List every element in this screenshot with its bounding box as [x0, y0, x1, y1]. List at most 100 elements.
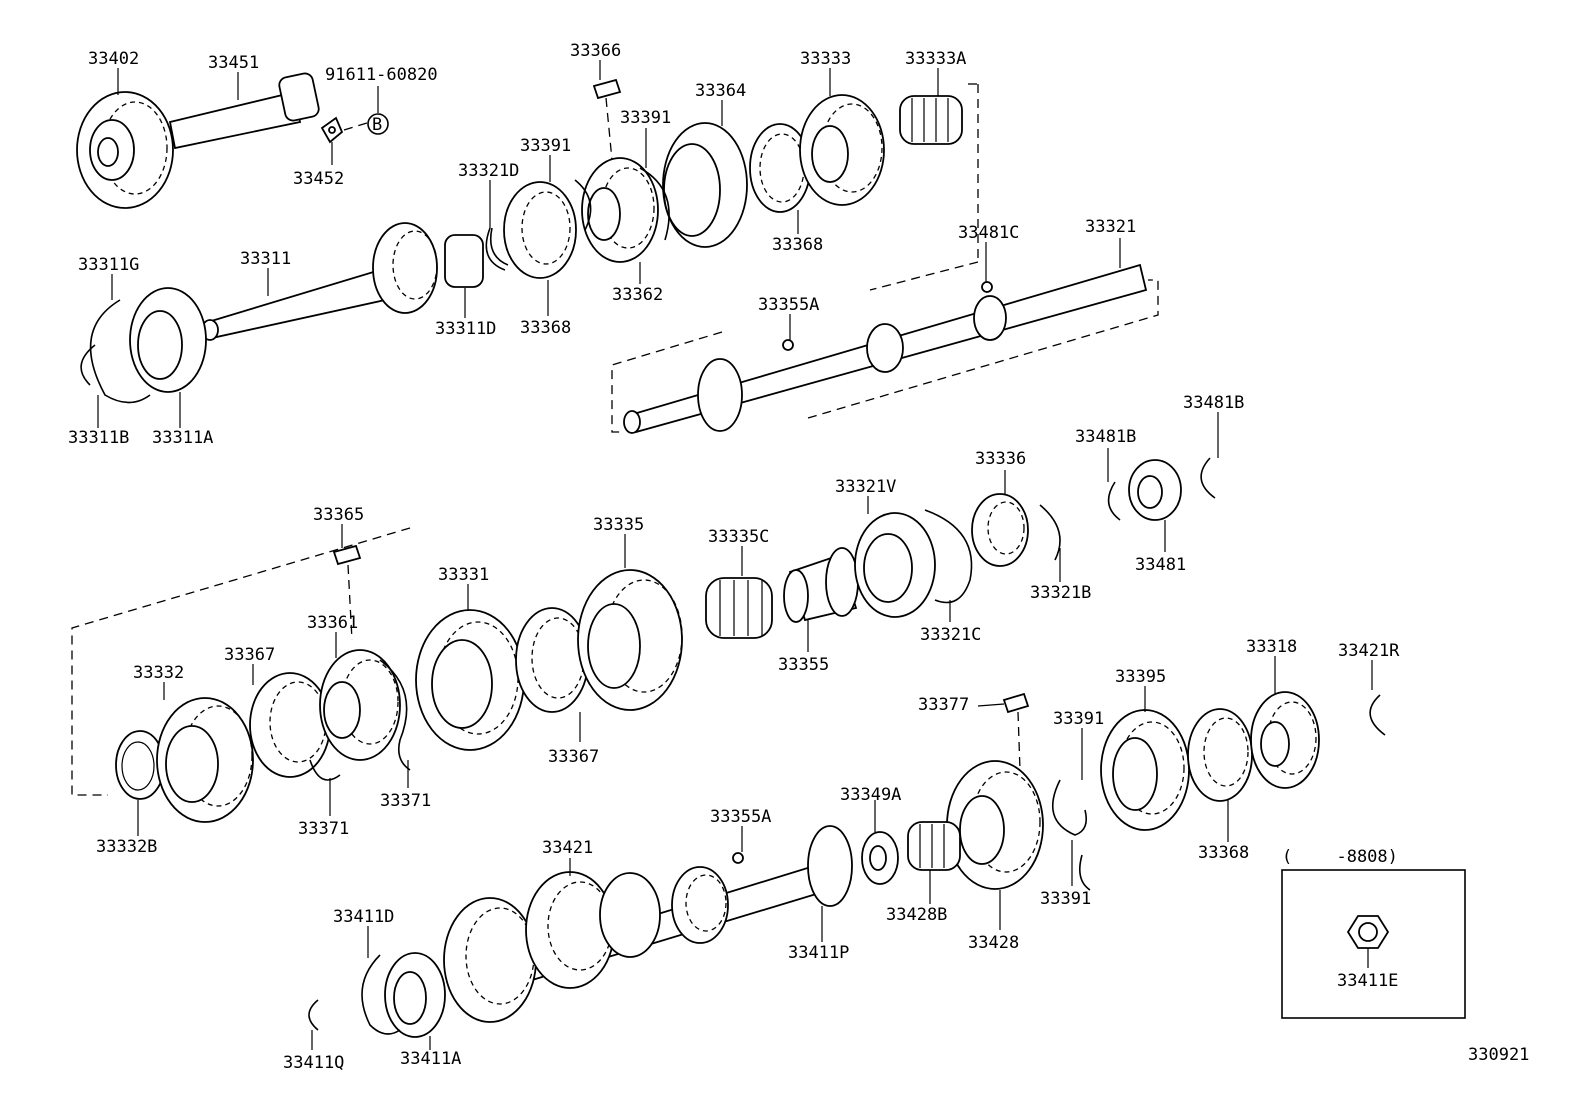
label-33421: 33421	[542, 838, 593, 858]
label-33332: 33332	[133, 663, 184, 683]
label-33355: 33355	[778, 655, 829, 675]
label-33321B: 33321B	[1030, 583, 1091, 603]
label-33368-a: 33368	[772, 235, 823, 255]
label-33364: 33364	[695, 81, 746, 101]
label-33321C: 33321C	[920, 625, 981, 645]
part-33481B-ring-b	[1200, 457, 1216, 499]
part-33368-ring-bottom	[1187, 708, 1253, 802]
label-33321: 33321	[1085, 217, 1136, 237]
label-33452: 33452	[293, 169, 344, 189]
label-33335C: 33335C	[708, 527, 769, 547]
label-33321V: 33321V	[835, 477, 896, 497]
part-labels: 33402 33451 91611-60820 33452 33366 3336…	[68, 41, 1529, 1073]
label-33333A: 33333A	[905, 49, 966, 69]
label-33481C: 33481C	[958, 223, 1019, 243]
part-33318-gear	[1250, 691, 1320, 789]
label-33367-a: 33367	[224, 645, 275, 665]
part-33335C-bearing	[705, 577, 773, 639]
label-33321D: 33321D	[458, 161, 519, 181]
part-33366-key	[592, 78, 622, 161]
part-33355A-ball-top	[782, 339, 794, 351]
label-33411A: 33411A	[400, 1049, 461, 1069]
label-33411P: 33411P	[788, 943, 849, 963]
part-33481B-ring-a	[1107, 481, 1121, 521]
label-33428B: 33428B	[886, 905, 947, 925]
part-33364-sleeve	[662, 122, 748, 248]
part-33368-ring-mid	[503, 181, 577, 279]
label-33395: 33395	[1115, 667, 1166, 687]
part-33311-input-shaft	[201, 222, 484, 341]
part-33321D-snap-ring	[485, 227, 509, 271]
label-33411E: 33411E	[1337, 971, 1398, 991]
part-33481-nut	[1128, 459, 1182, 521]
part-33411A-bearing	[384, 952, 446, 1038]
label-33371-a: 33371	[380, 791, 431, 811]
label-33421R: 33421R	[1338, 641, 1400, 661]
part-33377-key	[1002, 692, 1030, 771]
label-33366: 33366	[570, 41, 621, 61]
part-33391-spring-c	[1051, 779, 1088, 836]
part-33452-washer	[320, 116, 371, 144]
part-33311B-snap-ring	[80, 344, 96, 386]
part-33421-cluster-gear	[443, 825, 853, 1023]
label-33335: 33335	[593, 515, 644, 535]
label-33349A: 33349A	[840, 785, 901, 805]
label-33391-c: 33391	[1053, 709, 1104, 729]
label-33332B: 33332B	[96, 837, 157, 857]
label-33371-b: 33371	[298, 819, 349, 839]
label-33336: 33336	[975, 449, 1026, 469]
part-33371-spring-b	[309, 759, 341, 781]
label-33361: 33361	[307, 613, 358, 633]
label-inset-8808: ( -8808)	[1282, 847, 1398, 867]
part-33367-ring-left	[249, 672, 331, 778]
part-33421R-snap-ring	[1369, 694, 1386, 736]
part-33391-spring-a	[574, 179, 592, 231]
label-33368-c: 33368	[1198, 843, 1249, 863]
part-33311G-ring	[89, 299, 151, 404]
part-33395-sleeve	[1100, 709, 1190, 831]
label-33355A-bottom: 33355A	[710, 807, 771, 827]
part-33321B-snap-ring	[1039, 504, 1061, 561]
part-33333A-bearing	[899, 95, 963, 145]
part-33481C-ball	[981, 281, 993, 293]
label-33311: 33311	[240, 249, 291, 269]
label-33367-b: 33367	[548, 747, 599, 767]
label-33368-b: 33368	[520, 318, 571, 338]
label-33481: 33481	[1135, 555, 1186, 575]
part-33361-synchro-hub	[319, 649, 401, 761]
part-33365-key	[332, 544, 362, 641]
label-33411Q: 33411Q	[283, 1053, 344, 1073]
diagram-id-330921: 330921	[1468, 1045, 1529, 1065]
part-33335-gear	[577, 569, 683, 711]
label-33402: 33402	[88, 49, 139, 69]
label-91611-60820: 91611-60820	[325, 65, 438, 85]
label-33318: 33318	[1246, 637, 1297, 657]
label-33311D: 33311D	[435, 319, 496, 339]
label-33481B-b: 33481B	[1075, 427, 1136, 447]
part-33333-gear	[799, 94, 885, 206]
part-33411D-snap-ring	[361, 954, 401, 1035]
part-33355-spacer	[783, 547, 859, 623]
label-33331: 33331	[438, 565, 489, 585]
part-33411Q-snap-ring	[308, 999, 319, 1031]
part-33367-ring-right	[515, 607, 589, 713]
part-33349A-washer	[861, 831, 899, 885]
label-33355A-top: 33355A	[758, 295, 819, 315]
label-33391-a: 33391	[620, 108, 671, 128]
part-33451-shaft	[168, 72, 320, 150]
part-33321-countershaft	[623, 263, 1148, 434]
part-33321V-bearing	[854, 512, 936, 618]
label-33365: 33365	[313, 505, 364, 525]
part-33391-spring-d	[1079, 854, 1091, 891]
part-33371-spring-a	[379, 659, 411, 771]
part-33332-gear	[156, 697, 254, 823]
label-33362: 33362	[612, 285, 663, 305]
label-33311G: 33311G	[78, 255, 139, 275]
part-33311A-bearing	[129, 287, 207, 393]
part-33402-gear	[76, 91, 174, 209]
label-33377: 33377	[918, 695, 969, 715]
part-33428-gear	[946, 760, 1044, 890]
part-33428B-bearing	[907, 821, 961, 871]
label-33428: 33428	[968, 933, 1019, 953]
part-33321C-snap-ring	[924, 509, 973, 604]
